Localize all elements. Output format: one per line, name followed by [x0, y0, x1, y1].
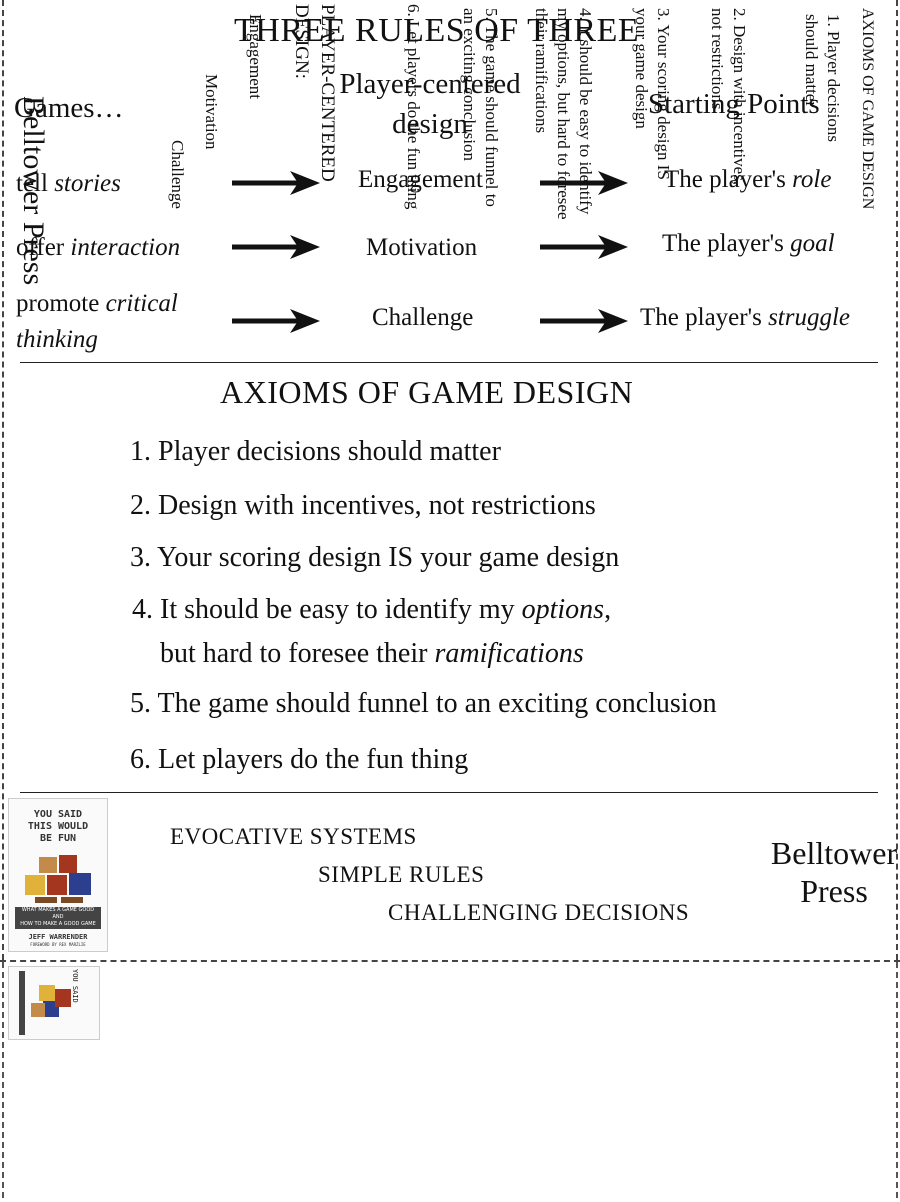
strip-axiom-3: 3. Your scoring design IS your game desi… — [632, 8, 673, 180]
cube-icon — [39, 985, 55, 1001]
axiom-1: 1. Player decisions should matter — [130, 436, 501, 467]
cube-icon — [39, 857, 57, 873]
book-title-line: BE FUN — [39, 833, 77, 844]
strip-axiom-4: 4. It should be easy to identify my opti… — [532, 8, 595, 220]
axiom-5: 5. The game should funnel to an exciting… — [130, 688, 717, 719]
column-header-player-centered-text: Player-centered design — [339, 68, 521, 140]
axiom-4-line-2-text: but hard to foresee their ramifications — [160, 638, 584, 669]
publisher-name: Belltower Press — [770, 834, 898, 910]
book-small-title-line: YOU SAID — [71, 969, 79, 1003]
book-band-line: WHAT MAKES A GAME GOOD — [21, 907, 95, 913]
row-2-starting-plain: The player's — [662, 230, 791, 257]
cube-icon — [55, 989, 71, 1007]
book-foreword: FOREWORD BY REX MARZLIE — [30, 942, 86, 947]
book-spine-band — [19, 971, 25, 1035]
book-author: JEFF WARRENDER — [28, 933, 88, 941]
cube-icon — [69, 873, 91, 895]
column-header-player-centered: Player-centered design — [300, 64, 560, 144]
row-3-starting-point: The player's struggle — [640, 304, 850, 332]
strip-publisher-line-1: Belltower — [17, 96, 50, 215]
row-1-starting-em: role — [792, 166, 832, 193]
cube-icon — [47, 875, 67, 895]
tagline-challenging-decisions: CHALLENGING DECISIONS — [388, 900, 690, 925]
divider — [20, 792, 878, 793]
column-header-starting-points: Starting Points — [648, 88, 820, 120]
book-cover-image: YOU SAID THIS WOULD BE FUN WHAT MAKES A … — [8, 798, 108, 952]
row-3-design: Challenge — [372, 304, 474, 331]
arrow-right-icon — [540, 171, 628, 195]
fold-line — [2, 962, 4, 1198]
axiom-2: 2. Design with incentives, not restricti… — [130, 490, 596, 521]
book-band-line: HOW TO MAKE A GOOD GAME — [20, 921, 96, 927]
arrow-right-icon — [232, 171, 320, 195]
axiom-3: 3. Your scoring design IS your game desi… — [130, 542, 620, 573]
row-1-games: tell stories — [16, 170, 121, 198]
row-1-starting-plain: The player's — [664, 166, 793, 193]
page-border-left — [2, 0, 4, 960]
row-3-games-em: critical thinking — [16, 290, 178, 353]
row-1-games-plain: tell — [16, 170, 55, 197]
strip-pcd-motivation: Motivation — [202, 74, 221, 150]
strip-publisher-line-2: Press — [17, 221, 50, 286]
strip-pcd-challenge: Challenge — [168, 140, 187, 209]
arrow-right-icon — [540, 309, 628, 333]
axiom-4-line-1-text: 4. It should be easy to identify my opti… — [132, 594, 612, 625]
strip-pcd-title: PLAYER-CENTERED DESIGN: — [291, 4, 338, 182]
column-header-games: Games… — [14, 92, 124, 124]
cube-icon — [31, 1003, 45, 1017]
row-1-design: Engagement — [358, 166, 483, 193]
axioms-title: AXIOMS OF GAME DESIGN — [220, 374, 634, 410]
row-2-starting-em: goal — [790, 230, 835, 257]
axiom-6: 6. Let players do the fun thing — [130, 744, 469, 775]
cube-icon — [59, 855, 77, 873]
row-1-games-em: stories — [54, 170, 121, 197]
row-3-games-plain: promote — [16, 290, 106, 317]
book-title-line: THIS WOULD — [27, 821, 89, 832]
book-cover-small-image: YOU SAID — [8, 966, 100, 1040]
axiom-emphasis: ramifications — [434, 638, 584, 669]
publisher-line-2: Press — [800, 873, 868, 909]
tagline-simple-rules: SIMPLE RULES — [318, 862, 485, 887]
book-band-line: AND — [52, 914, 64, 920]
row-2-design: Motivation — [366, 234, 478, 261]
strip-axiom-1: 1. Player decisions should matter — [802, 14, 843, 142]
strip-pcd-engagement: Engagement — [246, 14, 265, 99]
row-3-games: promote critical thinking — [16, 286, 216, 358]
row-2-games-plain: offer — [16, 234, 71, 261]
row-1-starting-point: The player's role — [664, 166, 831, 194]
tagline-evocative-systems: EVOCATIVE SYSTEMS — [170, 824, 417, 849]
book-subtitle-band: WHAT MAKES A GAME GOOD AND HOW TO MAKE A… — [15, 907, 101, 929]
row-2-games-em: interaction — [70, 234, 181, 261]
fold-line — [896, 962, 898, 1198]
divider — [20, 362, 878, 363]
row-3-starting-plain: The player's — [640, 304, 769, 331]
arrow-right-icon — [232, 235, 320, 259]
strip-axiom-5: 5. The game should funnel to an exciting… — [460, 8, 501, 207]
axiom-emphasis: options — [521, 594, 605, 625]
row-3-starting-em: struggle — [768, 304, 851, 331]
publisher-line-1: Belltower — [770, 835, 898, 871]
page-border-right — [896, 0, 898, 960]
arrow-right-icon — [540, 235, 628, 259]
strip-publisher: Belltower Press — [14, 96, 52, 285]
axiom-4-line-2: but hard to foresee their ramifications — [160, 638, 584, 670]
page-title: THREE RULES OF THREE — [234, 12, 640, 49]
book-small-title: YOU SAID — [71, 969, 79, 1003]
row-2-starting-point: The player's goal — [662, 230, 835, 258]
fold-strip — [0, 960, 900, 1202]
book-title-line: YOU SAID — [33, 809, 83, 820]
cube-icon — [35, 897, 57, 903]
strip-axioms-title: AXIOMS OF GAME DESIGN — [859, 8, 876, 210]
strip-axiom-2: 2. Design with incentives, not restricti… — [708, 8, 749, 186]
strip-axiom-6: 6. Let players do the fun thing — [404, 4, 423, 210]
cube-icon — [25, 875, 45, 895]
axiom-4-line-1: 4. It should be easy to identify my opti… — [132, 594, 611, 626]
cube-icon — [61, 897, 83, 903]
row-2-games: offer interaction — [16, 234, 180, 262]
arrow-right-icon — [232, 309, 320, 333]
